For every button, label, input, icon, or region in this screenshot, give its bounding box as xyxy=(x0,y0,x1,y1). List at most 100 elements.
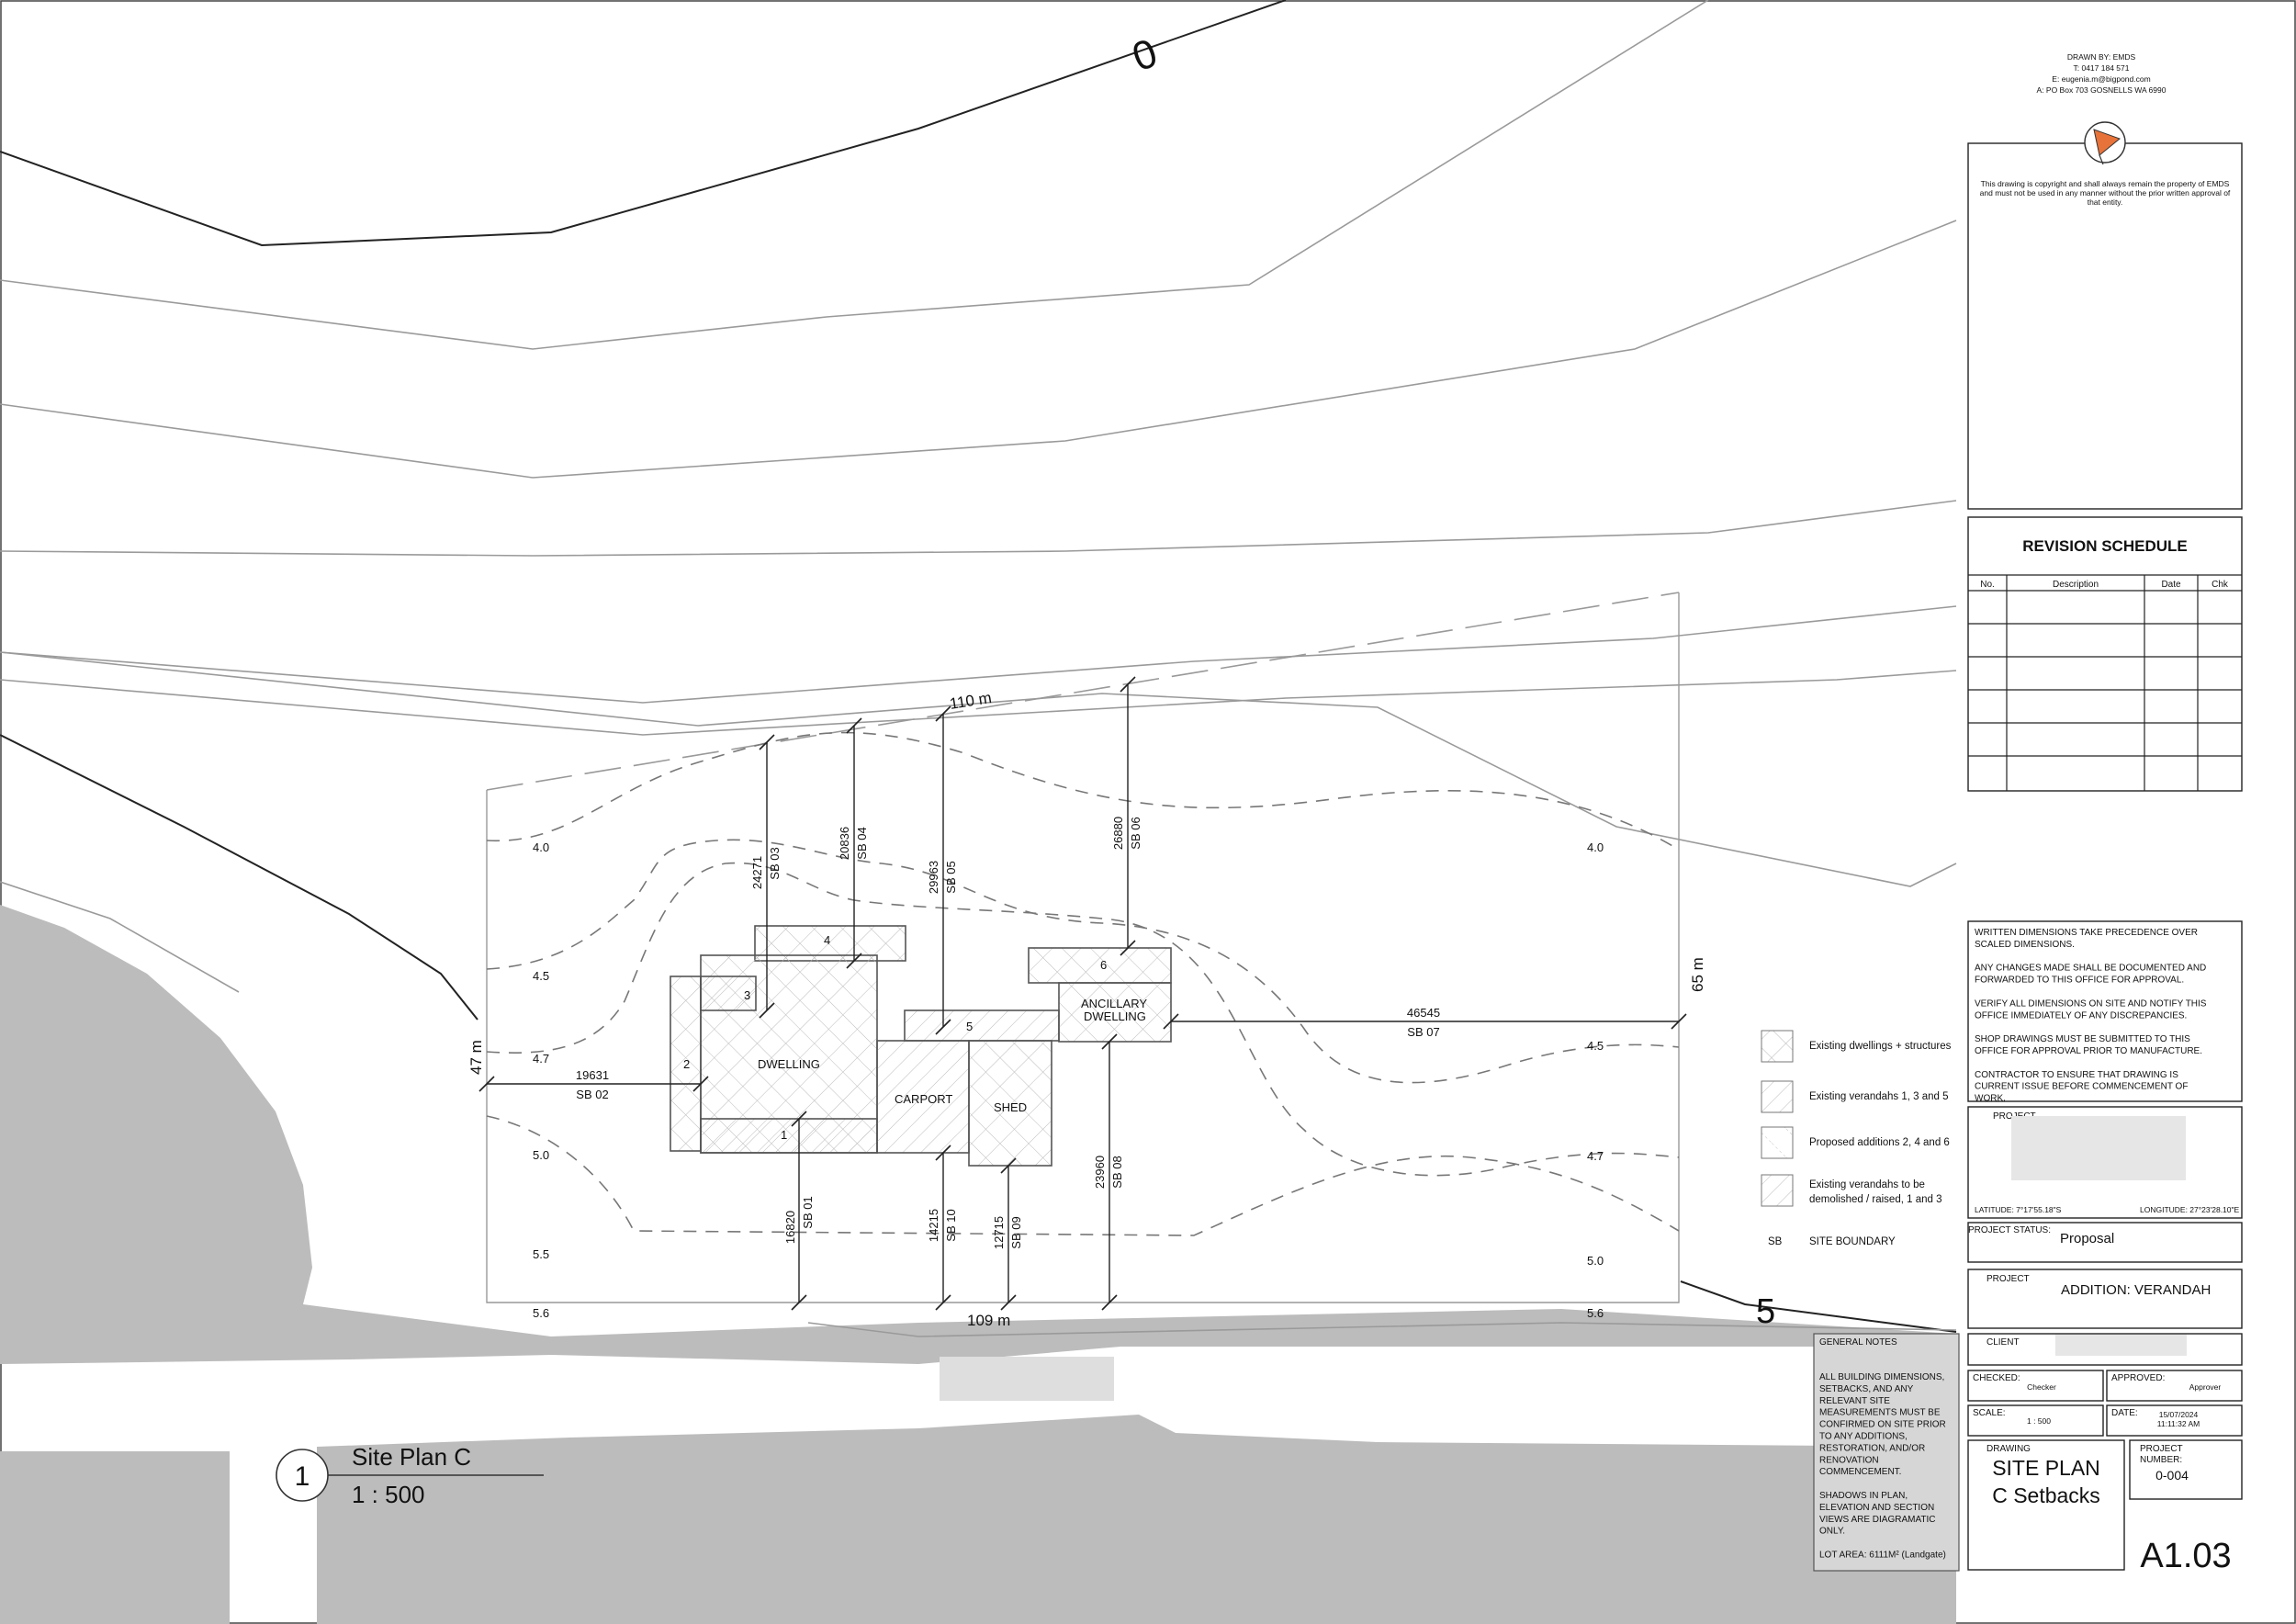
general-note-line-13: VIEWS ARE DIAGRAMATIC xyxy=(1819,1515,1936,1525)
approved-label: APPROVED: xyxy=(2111,1373,2165,1383)
verandah-number-6: 6 xyxy=(1100,958,1107,972)
legend-label-demolished: Existing verandahs to be xyxy=(1809,1179,1925,1190)
ancillary-block xyxy=(1058,982,1172,1043)
legend-label-verandahs: Existing verandahs 1, 3 and 5 xyxy=(1809,1091,1949,1102)
note-line-15: WORK. xyxy=(1975,1094,2006,1104)
svg-text:4.7: 4.7 xyxy=(533,1052,549,1066)
drafter-phone: T: 0417 184 571 xyxy=(2074,63,2130,73)
legend-swatch-existing xyxy=(1761,1030,1794,1063)
company-logo xyxy=(2084,121,2126,165)
note-line-8: OFFICE IMMEDIATELY OF ANY DISCREPANCIES. xyxy=(1975,1010,2187,1021)
project-latitude: LATITUDE: 7°17'55.18"S xyxy=(1975,1205,2062,1214)
checked-label: CHECKED: xyxy=(1973,1373,2020,1383)
note-line-2: SCALED DIMENSIONS. xyxy=(1975,940,2075,950)
svg-text:5.0: 5.0 xyxy=(533,1148,549,1162)
boundary-lengths: 110 m 109 m 47 m 65 m xyxy=(467,689,1706,1329)
sb03-value: 24271 xyxy=(750,856,764,889)
general-note-line-8: RENOVATION xyxy=(1819,1455,1879,1465)
svg-text:5.6: 5.6 xyxy=(1587,1306,1604,1320)
site-contours xyxy=(486,731,1680,1236)
project-longitude: LONGITUDE: 27°23'28.10"E xyxy=(2140,1205,2240,1214)
drafter-address: A: PO Box 703 GOSNELLS WA 6990 xyxy=(2037,85,2167,95)
notes-panel xyxy=(1967,920,2243,1102)
sb06-value: 26880 xyxy=(1111,817,1125,850)
sb01-id: SB 01 xyxy=(801,1196,815,1228)
verandah-number-3: 3 xyxy=(744,988,750,1002)
general-note-line-2: SETBACKS, AND ANY xyxy=(1819,1384,1914,1394)
view-number: 1 xyxy=(295,1461,310,1492)
checked-value: Checker xyxy=(2027,1382,2056,1392)
svg-text:4.5: 4.5 xyxy=(1587,1039,1604,1053)
drawing-title-1: SITE PLAN xyxy=(1992,1456,2100,1480)
sb06-id: SB 06 xyxy=(1129,817,1142,849)
sb01-value: 16820 xyxy=(783,1211,797,1244)
shed-block xyxy=(968,1040,1052,1167)
legend-swatch-verandahs xyxy=(1761,1080,1794,1113)
notes-lines: WRITTEN DIMENSIONS TAKE PRECEDENCE OVERS… xyxy=(1975,928,2207,1104)
verandah-1 xyxy=(700,1118,878,1154)
drafter-email: E: eugenia.m@bigpond.com xyxy=(2052,74,2150,84)
general-note-line-14: ONLY. xyxy=(1819,1527,1845,1537)
verandah-2 xyxy=(670,976,702,1152)
logo-panel xyxy=(1967,142,2243,510)
svg-text:4.0: 4.0 xyxy=(1587,840,1604,854)
rev-col-date: Date xyxy=(2161,580,2181,590)
sb08-id: SB 08 xyxy=(1110,1156,1124,1188)
note-line-7: VERIFY ALL DIMENSIONS ON SITE AND NOTIFY… xyxy=(1975,998,2207,1009)
date-label: DATE: xyxy=(2111,1408,2138,1418)
project-image-placeholder xyxy=(2011,1116,2186,1180)
general-note-line-9: COMMENCEMENT. xyxy=(1819,1467,1901,1477)
svg-text:4.0: 4.0 xyxy=(533,840,549,854)
revision-schedule-grid xyxy=(1968,574,2242,791)
rev-col-no: No. xyxy=(1980,580,1995,590)
setback-dimension-text: 16820 SB 01 19631 SB 02 24271 SB 03 2083… xyxy=(576,817,1440,1249)
terrain-shading xyxy=(0,905,1956,1624)
shed-label: SHED xyxy=(994,1100,1027,1114)
note-line-13: CONTRACTOR TO ENSURE THAT DRAWING IS xyxy=(1975,1070,2178,1080)
copyright-line-3: that entity. xyxy=(2088,197,2123,207)
project-number-label-2: NUMBER: xyxy=(2140,1455,2182,1465)
drawing-title-2: C Setbacks xyxy=(1992,1483,2100,1507)
project-value: ADDITION: VERANDAH xyxy=(2061,1282,2211,1298)
general-note-line-5: CONFIRMED ON SITE PRIOR xyxy=(1819,1420,1946,1430)
sb07-value: 46545 xyxy=(1407,1006,1440,1020)
verandah-3 xyxy=(700,976,757,1011)
scale-label: SCALE: xyxy=(1973,1408,2006,1418)
building-labels: DWELLING CARPORT SHED ANCILLARY DWELLING… xyxy=(683,933,1147,1142)
note-line-11: OFFICE FOR APPROVAL PRIOR TO MANUFACTURE… xyxy=(1975,1046,2202,1056)
dwelling-label: DWELLING xyxy=(758,1057,820,1071)
sb09-id: SB 09 xyxy=(1009,1216,1023,1248)
view-scale: 1 : 500 xyxy=(352,1481,425,1508)
note-line-4: ANY CHANGES MADE SHALL BE DOCUMENTED AND xyxy=(1975,964,2206,974)
scale-value: 1 : 500 xyxy=(2027,1416,2051,1426)
lot-boundary xyxy=(486,592,1680,1303)
revision-schedule-panel xyxy=(1967,516,2243,792)
svg-text:5.5: 5.5 xyxy=(533,1247,549,1261)
approved-value: Approver xyxy=(2189,1382,2222,1392)
note-line-5: FORWARDED TO THIS OFFICE FOR APPROVAL. xyxy=(1975,976,2184,986)
sheet-number: A1.03 xyxy=(2140,1537,2231,1575)
sb05-value: 29963 xyxy=(927,861,940,894)
project-status-label: PROJECT STATUS: xyxy=(1968,1225,2051,1235)
sb02-id: SB 02 xyxy=(576,1088,608,1101)
date-line-1: 15/07/2024 xyxy=(2159,1410,2199,1419)
ancillary-label-2: DWELLING xyxy=(1084,1009,1146,1023)
contour-0 xyxy=(0,0,1287,247)
general-note-line-16: LOT AREA: 6111M² (Landgate) xyxy=(1819,1551,1946,1561)
general-note-line-1: ALL BUILDING DIMENSIONS, xyxy=(1819,1372,1944,1382)
project-number-value: 0-004 xyxy=(2155,1468,2189,1483)
setback-dimension-lines xyxy=(478,676,1687,1311)
client-placeholder xyxy=(2055,1335,2187,1356)
sb04-value: 20836 xyxy=(838,827,851,860)
project-label: PROJECT xyxy=(1986,1274,2030,1284)
legend-label-proposed: Proposed additions 2, 4 and 6 xyxy=(1809,1137,1950,1148)
general-notes: GENERAL NOTES ALL BUILDING DIMENSIONS,SE… xyxy=(1813,1333,1960,1572)
carport-label: CARPORT xyxy=(895,1092,952,1106)
legend: Existing dwellings + structures Existing… xyxy=(1761,1030,1952,1247)
title-block: DRAWN BY: EMDS T: 0417 184 571 E: eugeni… xyxy=(1967,52,2243,1575)
client-label: CLIENT xyxy=(1986,1337,2020,1348)
verandah-number-5: 5 xyxy=(966,1020,973,1033)
svg-text:4.5: 4.5 xyxy=(533,969,549,983)
sb05-id: SB 05 xyxy=(944,861,958,893)
